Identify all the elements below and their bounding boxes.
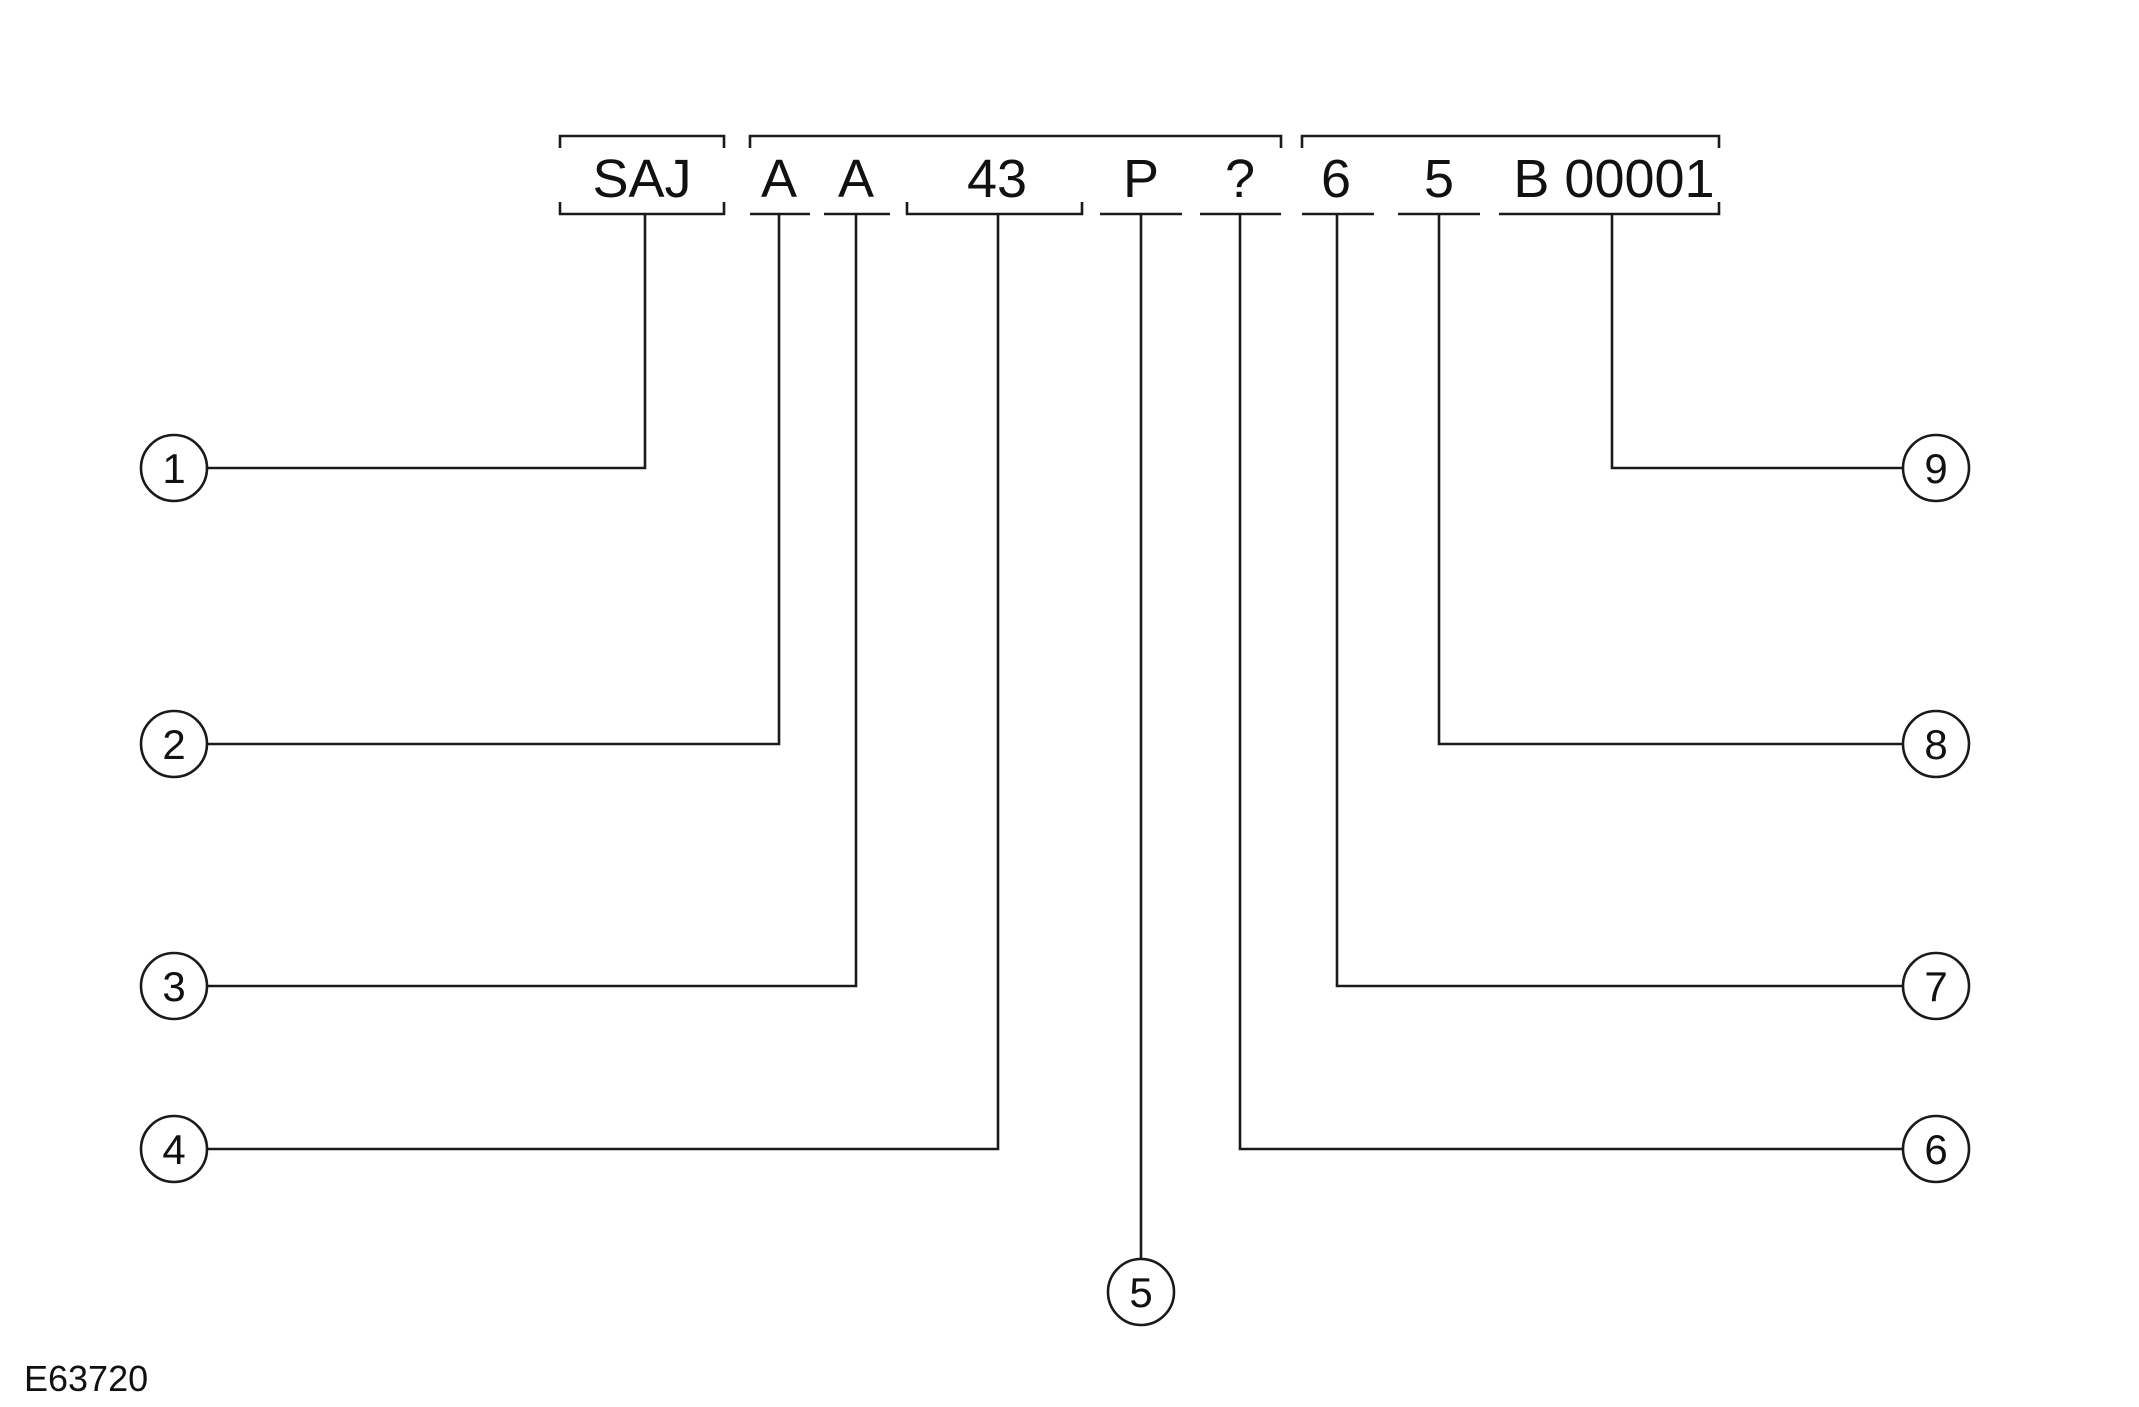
callout-9: 9 xyxy=(1901,433,1971,503)
leader-line-2 xyxy=(207,214,781,746)
leader-line-4 xyxy=(207,214,1000,1151)
callout-number: 5 xyxy=(1129,1269,1152,1316)
callout-number: 2 xyxy=(162,721,185,768)
leader-line-7 xyxy=(1335,214,1903,988)
callout-2: 2 xyxy=(139,709,209,779)
underline-serial xyxy=(1499,202,1721,216)
underline-43 xyxy=(905,202,1084,216)
callout-number: 1 xyxy=(162,445,185,492)
callouts: 1 2 3 4 5 6 7 8 xyxy=(139,433,1971,1327)
vin-segment-a1: A xyxy=(761,149,797,209)
callout-circle xyxy=(1106,1257,1176,1327)
callout-number: 7 xyxy=(1924,963,1947,1010)
callout-7: 7 xyxy=(1901,951,1971,1021)
callout-number: 6 xyxy=(1924,1126,1947,1173)
callout-number: 8 xyxy=(1924,721,1947,768)
leader-line-9 xyxy=(1610,214,1903,470)
callout-circle xyxy=(1901,709,1971,779)
leader-line-6 xyxy=(1238,214,1903,1151)
callout-circle xyxy=(139,951,209,1021)
leader-line-1 xyxy=(207,214,647,470)
callout-circle xyxy=(139,433,209,503)
callout-circle xyxy=(1901,1114,1971,1184)
callout-circle xyxy=(1901,951,1971,1021)
callout-circle xyxy=(139,709,209,779)
vin-segment-43: 43 xyxy=(967,149,1027,209)
callout-8: 8 xyxy=(1901,709,1971,779)
group-brackets xyxy=(558,134,1721,148)
bracket-wmi-top xyxy=(558,134,726,148)
callout-5: 5 xyxy=(1106,1257,1176,1327)
callout-number: 9 xyxy=(1924,445,1947,492)
callout-circle xyxy=(1901,433,1971,503)
callout-1: 1 xyxy=(139,433,209,503)
vin-segment-wmi: SAJ xyxy=(592,149,691,209)
bracket-vis-top xyxy=(1300,134,1721,148)
vin-segment-serial: B 00001 xyxy=(1513,149,1714,209)
vin-segment-5: 5 xyxy=(1424,149,1454,209)
callout-circle xyxy=(139,1114,209,1184)
figure-id: E63720 xyxy=(24,1358,148,1399)
bracket-vds-top xyxy=(748,134,1283,148)
leader-lines xyxy=(207,214,1903,1259)
callout-number: 4 xyxy=(162,1126,185,1173)
callout-6: 6 xyxy=(1901,1114,1971,1184)
vin-segment-6: 6 xyxy=(1321,149,1351,209)
vin-segment-check-digit: ? xyxy=(1225,149,1255,209)
callout-number: 3 xyxy=(162,963,185,1010)
underline-wmi xyxy=(558,202,726,216)
vin-segments: SAJ A A 43 P ? 6 5 B 00001 xyxy=(592,149,1714,209)
leader-line-3 xyxy=(207,214,858,988)
vin-segment-p: P xyxy=(1123,149,1159,209)
leader-line-8 xyxy=(1437,214,1903,746)
callout-3: 3 xyxy=(139,951,209,1021)
callout-4: 4 xyxy=(139,1114,209,1184)
vin-segment-a2: A xyxy=(838,149,874,209)
